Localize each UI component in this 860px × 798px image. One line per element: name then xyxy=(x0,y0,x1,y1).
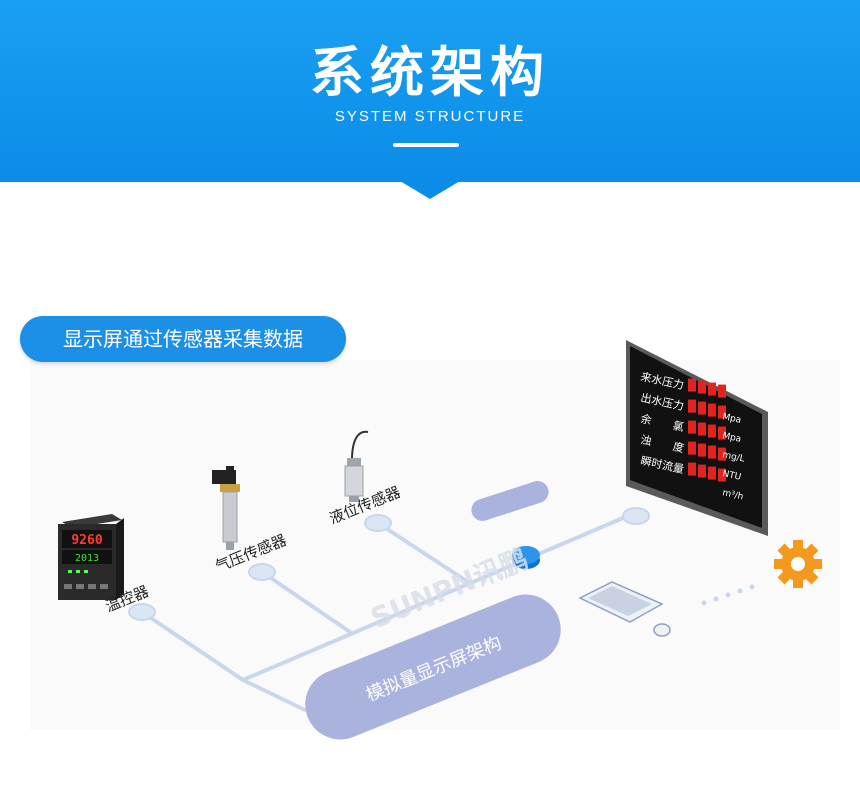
keyboard-icon xyxy=(578,581,664,623)
node-level xyxy=(364,514,392,532)
led-digit xyxy=(708,445,716,459)
node-display xyxy=(622,507,650,525)
led-digit xyxy=(718,426,726,440)
header-banner xyxy=(0,0,860,182)
board-row-unit: m³/h xyxy=(721,488,744,502)
led-digit xyxy=(688,441,696,455)
led-digit xyxy=(688,420,696,434)
temp-readout-bottom: 2013 xyxy=(75,553,99,564)
network-pill xyxy=(471,481,549,521)
led-digit xyxy=(698,401,706,415)
caption-pill: 显示屏通过传感器采集数据 xyxy=(20,316,346,362)
dotted-connector xyxy=(701,584,755,606)
arch-link-line xyxy=(241,678,307,712)
led-digit xyxy=(688,462,696,476)
temp-controller: 9260 2013 xyxy=(58,514,124,600)
led-digit xyxy=(688,399,696,413)
led-digit xyxy=(688,378,696,392)
board-row-unit: mg/L xyxy=(721,450,745,464)
led-digit xyxy=(708,424,716,438)
connection-lines xyxy=(140,513,632,712)
page-subtitle: SYSTEM STRUCTURE xyxy=(334,108,526,125)
pressure-link-line xyxy=(260,570,352,634)
temp-readout-top: 9260 xyxy=(71,533,102,548)
led-digit xyxy=(698,380,706,394)
led-digit xyxy=(708,403,716,417)
header-notch xyxy=(400,181,460,199)
level-sensor xyxy=(344,430,369,502)
led-digit xyxy=(718,384,726,398)
level-link-line xyxy=(376,521,470,584)
gear-icon xyxy=(774,540,822,588)
pressure-sensor xyxy=(212,466,240,550)
led-digit xyxy=(708,382,716,396)
led-digit xyxy=(698,422,706,436)
led-digit xyxy=(718,468,726,482)
node-pressure xyxy=(248,563,276,581)
board-row-unit: Mpa xyxy=(721,431,742,445)
board-row-unit: Mpa xyxy=(721,412,742,426)
led-digit xyxy=(718,447,726,461)
title-underline xyxy=(393,143,459,147)
mouse-icon xyxy=(653,623,671,637)
nodes xyxy=(128,507,650,621)
board-row-unit: NTU xyxy=(721,469,741,483)
led-digit xyxy=(698,443,706,457)
led-digit xyxy=(698,464,706,478)
led-digit xyxy=(708,466,716,480)
node-temp xyxy=(128,603,156,621)
page-title: 系统架构 xyxy=(310,41,550,104)
led-digit xyxy=(718,405,726,419)
hub-icon xyxy=(512,546,540,569)
